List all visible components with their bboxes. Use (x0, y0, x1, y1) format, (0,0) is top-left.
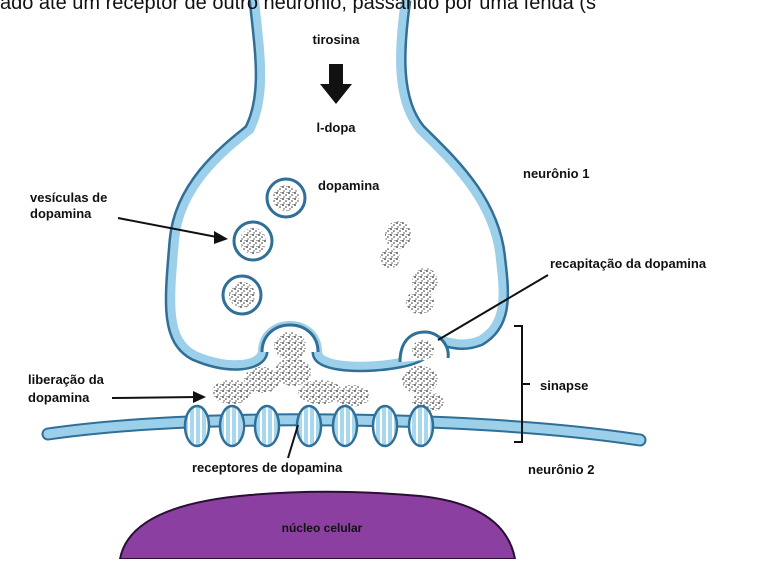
receptor (333, 406, 357, 446)
dopamine-vesicle (234, 222, 272, 260)
dopamine-vesicle (267, 179, 305, 217)
receptor (409, 406, 433, 446)
label-recaptacao: recapitação da dopamina (550, 256, 707, 271)
receptor-pointer-line (288, 425, 298, 458)
receptor (373, 406, 397, 446)
released-dopamine (244, 367, 280, 393)
label-sinapse: sinapse (540, 378, 588, 393)
receptor (185, 406, 209, 446)
receptor (297, 406, 321, 446)
dopamine-receptors (185, 406, 433, 446)
label-neuronio-2: neurônio 2 (528, 462, 594, 477)
dopamine-cluster (406, 290, 434, 314)
receptor (255, 406, 279, 446)
label-neuronio-1: neurônio 1 (523, 166, 589, 181)
dopamine-vesicle (223, 276, 261, 314)
caption-text: ado até um receptor de outro neurônio, p… (0, 0, 775, 18)
dopamine-cluster (385, 221, 411, 249)
released-dopamine (275, 358, 311, 386)
label-receptores: receptores de dopamina (192, 460, 343, 475)
fusing-vesicle (262, 325, 318, 360)
dopamine-cluster (380, 248, 400, 268)
label-tirosina: tirosina (313, 32, 361, 47)
label-liberacao-line1: liberação da (28, 372, 105, 387)
label-vesiculas-line1: vesículas de (30, 190, 107, 205)
label-nucleo: núcleo celular (282, 521, 363, 535)
label-liberacao-line2: dopamina (28, 390, 90, 405)
label-vesiculas-line2: dopamina (30, 206, 92, 221)
label-l-dopa: l-dopa (317, 120, 357, 135)
receptor (220, 406, 244, 446)
release-pointer-arrow (112, 391, 206, 403)
released-dopamine (402, 366, 438, 394)
released-dopamine (334, 385, 370, 407)
label-dopamina: dopamina (318, 178, 380, 193)
